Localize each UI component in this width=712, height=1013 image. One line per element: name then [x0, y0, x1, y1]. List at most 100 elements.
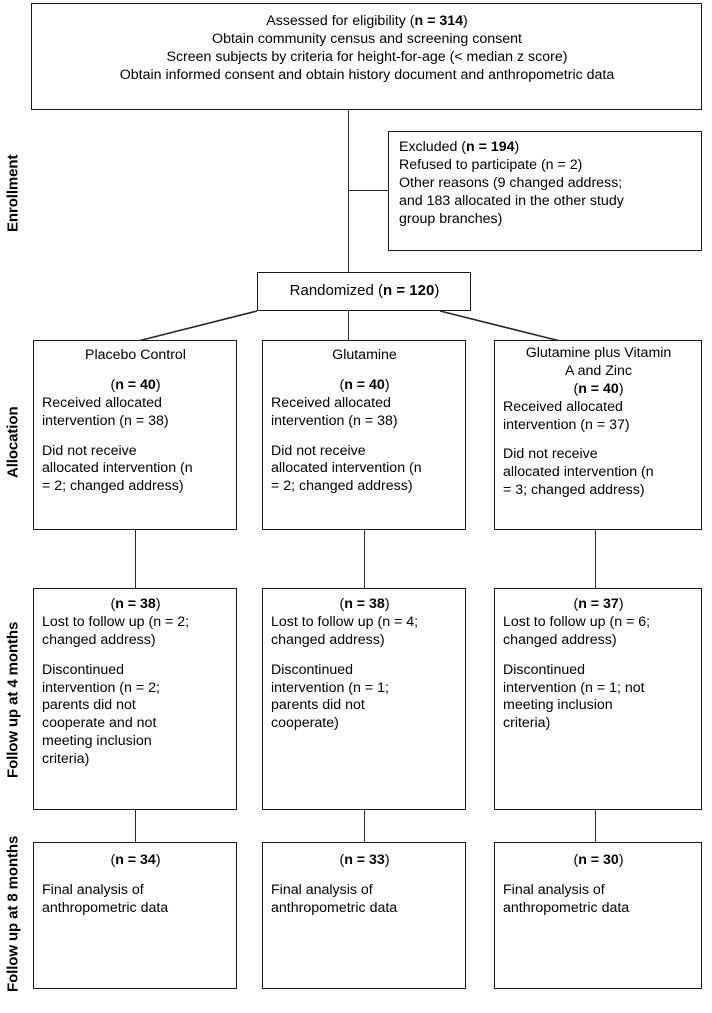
followup4-placebo-disc-2: intervention (n = 2; [42, 679, 160, 696]
excluded-reason-4: group branches) [399, 210, 503, 227]
allocation-glutaminevitamin-n: (n = 40) [573, 380, 624, 397]
followup8-glutamine-analysis-2: anthropometric data [271, 899, 398, 916]
followup8-glutamine-n: (n = 33) [339, 852, 390, 868]
followup8-glutamine-n-value: n = 33 [344, 852, 385, 868]
followup4-placebo-disc-3: parents did not [42, 697, 136, 714]
followup4-glutaminevitamin-n: (n = 37) [573, 596, 624, 612]
followup8-glutaminevitamin-n: (n = 30) [573, 852, 624, 868]
assessed-line-1-suffix: ) [463, 13, 468, 29]
phase-label-followup-4-months: Follow up at 4 months [0, 590, 26, 810]
box-assessed-for-eligibility: Assessed for eligibility (n = 314) Obtai… [31, 3, 702, 110]
phase-label-allocation: Allocation [0, 355, 26, 530]
followup4-glutaminevitamin-disc-1: Discontinued [503, 661, 586, 678]
allocation-glutaminevitamin-received-1: Received allocated [503, 398, 623, 415]
connector-randomized-to-glutamine-vitamin [439, 310, 561, 342]
followup8-glutaminevitamin-analysis-1: Final analysis of [503, 881, 605, 898]
followup4-glutamine-n: (n = 38) [339, 596, 390, 612]
allocation-glutaminevitamin-notreceived-3: = 3; changed address) [503, 482, 645, 499]
box-excluded: Excluded (n = 194) Refused to participat… [388, 131, 702, 251]
allocation-placebo-notreceived-3: = 2; changed address) [42, 478, 184, 495]
connector-glutaminevitamin-followup4-to-followup8 [595, 810, 596, 842]
followup4-glutamine-n-value: n = 38 [344, 596, 385, 612]
allocation-placebo-title-1: Placebo Control [85, 347, 186, 363]
excluded-header-n: n = 194 [466, 139, 515, 155]
allocation-glutamine-notreceived-1: Did not receive [271, 442, 366, 459]
connector-randomized-to-glutamine [348, 311, 349, 341]
followup4-glutamine-disc-4: cooperate) [271, 715, 339, 732]
followup4-placebo-disc-1: Discontinued [42, 661, 125, 678]
phase-label-enrollment-text: Enrollment [4, 154, 22, 232]
allocation-glutamine-n-value: n = 40 [344, 376, 385, 393]
box-randomized: Randomized (n = 120) [257, 272, 471, 311]
allocation-glutamine-notreceived-3: = 2; changed address) [271, 478, 413, 495]
allocation-glutamine-n: (n = 40) [339, 376, 390, 393]
randomized-n: n = 120 [383, 282, 435, 299]
allocation-glutaminevitamin-notreceived-2: allocated intervention (n [503, 464, 654, 481]
followup4-glutaminevitamin-disc-2: intervention (n = 1; not [503, 679, 645, 696]
followup4-glutaminevitamin-lost-1: Lost to follow up (n = 6; [503, 613, 651, 630]
followup4-placebo-disc-4: cooperate and not [42, 715, 157, 732]
followup4-placebo-lost-1: Lost to follow up (n = 2; [42, 613, 190, 630]
allocation-placebo-n-value: n = 40 [115, 376, 156, 393]
followup8-glutaminevitamin-n-value: n = 30 [578, 852, 619, 868]
followup4-glutamine-lost-2: changed address) [271, 631, 385, 648]
allocation-glutamine-received-1: Received allocated [271, 394, 391, 411]
followup4-glutamine-lost-1: Lost to follow up (n = 4; [271, 613, 419, 630]
followup4-placebo-lost-2: changed address) [42, 631, 156, 648]
followup4-glutaminevitamin-disc-4: criteria) [503, 715, 551, 732]
randomized-prefix: Randomized ( [289, 282, 384, 299]
assessed-line-4: Obtain informed consent and obtain histo… [119, 66, 615, 83]
followup8-glutamine-analysis-1: Final analysis of [271, 881, 373, 898]
allocation-glutamine-received-2: intervention (n = 38) [271, 412, 398, 429]
box-followup4-glutamine-vitamin-zinc: (n = 37) Lost to follow up (n = 6; chang… [494, 588, 702, 810]
followup4-glutamine-disc-1: Discontinued [271, 661, 354, 678]
allocation-placebo-received-2: intervention (n = 38) [42, 412, 169, 429]
followup4-glutamine-disc-2: intervention (n = 1; [271, 679, 389, 696]
followup4-glutaminevitamin-n-value: n = 37 [578, 596, 619, 612]
allocation-placebo-notreceived-2: allocated intervention (n [42, 460, 193, 477]
box-allocation-glutamine: Glutamine (n = 40) Received allocated in… [262, 340, 466, 530]
connector-trunk-to-excluded [348, 190, 388, 191]
followup8-placebo-analysis-2: anthropometric data [42, 899, 169, 916]
box-followup8-glutamine: (n = 33) Final analysis of anthropometri… [262, 842, 466, 989]
allocation-glutamine-title-1: Glutamine [332, 347, 397, 363]
excluded-header: Excluded (n = 194) [399, 139, 694, 157]
connector-glutamine-followup4-to-followup8 [364, 810, 365, 842]
box-followup8-placebo: (n = 34) Final analysis of anthropometri… [33, 842, 237, 989]
connector-placebo-followup4-to-followup8 [135, 810, 136, 842]
excluded-reason-2: Other reasons (9 changed address; [399, 174, 623, 191]
connector-randomized-to-placebo [137, 310, 258, 342]
allocation-placebo-n: (n = 40) [110, 376, 161, 393]
box-followup4-placebo: (n = 38) Lost to follow up (n = 2; chang… [33, 588, 237, 810]
allocation-glutaminevitamin-title-2: A and Zinc [564, 362, 633, 379]
allocation-glutaminevitamin-notreceived-1: Did not receive [503, 446, 598, 463]
connector-glutaminevitamin-allocation-to-followup4 [595, 530, 596, 588]
followup4-placebo-n-value: n = 38 [115, 596, 156, 612]
excluded-header-suffix: ) [514, 139, 520, 155]
allocation-placebo-notreceived-1: Did not receive [42, 442, 137, 459]
connector-assessed-to-randomized [348, 110, 349, 272]
randomized-suffix: ) [434, 282, 440, 299]
allocation-glutaminevitamin-n-value: n = 40 [578, 380, 619, 397]
assessed-line-1-prefix: Assessed for eligibility ( [266, 13, 415, 29]
followup8-placebo-analysis-1: Final analysis of [42, 881, 144, 898]
followup8-placebo-n: (n = 34) [110, 852, 161, 868]
followup4-glutaminevitamin-lost-2: changed address) [503, 631, 617, 648]
phase-label-followup-8-months: Follow up at 8 months [0, 818, 26, 1010]
phase-label-allocation-text: Allocation [4, 406, 22, 479]
connector-placebo-allocation-to-followup4 [135, 530, 136, 588]
box-followup4-glutamine: (n = 38) Lost to follow up (n = 4; chang… [262, 588, 466, 810]
box-allocation-placebo: Placebo Control (n = 40) Received alloca… [33, 340, 237, 530]
followup8-placebo-n-value: n = 34 [115, 852, 156, 868]
assessed-line-3: Screen subjects by criteria for height-f… [166, 48, 568, 65]
followup4-glutamine-disc-3: parents did not [271, 697, 365, 714]
allocation-glutaminevitamin-received-2: intervention (n = 37) [503, 416, 630, 433]
connector-glutamine-allocation-to-followup4 [364, 530, 365, 588]
excluded-reason-1: Refused to participate (n = 2) [399, 156, 583, 173]
followup8-glutaminevitamin-analysis-2: anthropometric data [503, 899, 630, 916]
assessed-line-1: Assessed for eligibility (n = 314) [40, 13, 694, 31]
allocation-placebo-received-1: Received allocated [42, 394, 162, 411]
followup4-placebo-n: (n = 38) [110, 596, 161, 612]
followup4-glutaminevitamin-disc-3: meeting inclusion [503, 697, 613, 714]
